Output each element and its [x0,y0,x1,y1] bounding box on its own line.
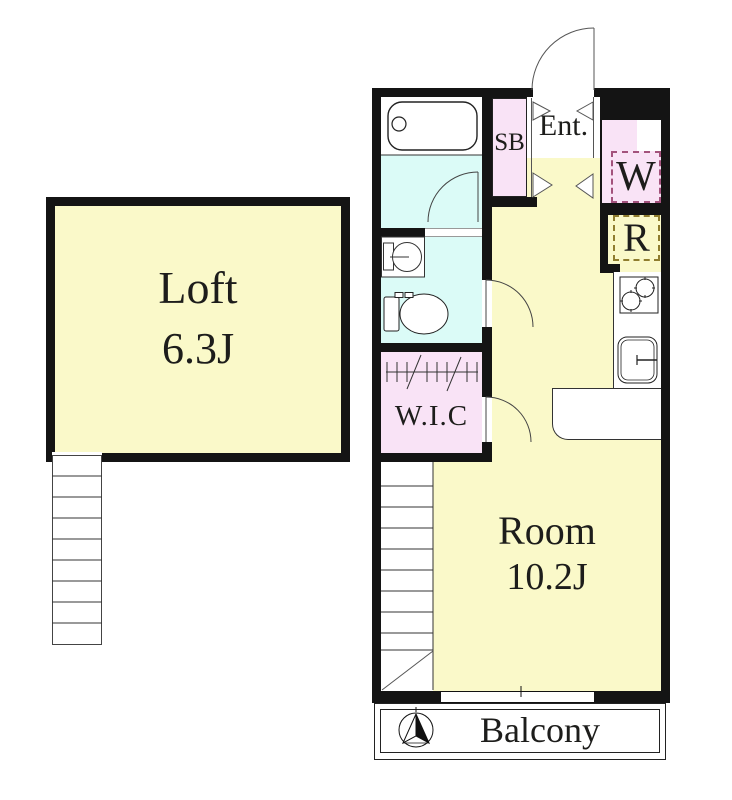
toilet-room-floor [381,237,482,343]
loft-label: Loft [55,258,341,318]
washer-box: W [611,151,661,203]
stairs-area-floor [381,462,433,691]
wic-text: W.I.C [394,399,469,432]
room-label: Room [433,508,661,554]
room-name: Room [498,508,596,553]
washroom-door-opening [425,228,482,237]
shoe-box [492,98,527,197]
entrance-label: Ent. [527,108,600,144]
room-area: 10.2J [506,556,588,599]
wic-label: W.I.C [381,398,482,434]
loft-name: Loft [158,261,238,313]
balcony-label: Balcony [440,711,640,751]
wic-door-opening [482,397,492,442]
shoe-box-text: SB [494,128,525,156]
washer-pad-notch [637,120,661,152]
shoe-box-label: SB [492,128,527,158]
wall-below-washer [600,205,661,215]
entrance-door-icon [531,27,595,91]
bathroom-floor [381,97,482,155]
washroom-floor [381,155,482,228]
room-window [441,691,594,703]
loft-stair-opening [52,452,102,462]
fridge-label: R [623,215,650,260]
entrance-text: Ent. [538,109,589,143]
loft-area-label: 6.3J [55,320,341,378]
entrance-door-opening [533,88,594,97]
kitchen-counter-strip [613,272,661,388]
wall-stub-below-shoebox [482,197,537,207]
loft-floor [55,206,341,453]
loft-area: 6.3J [161,323,235,373]
kitchen-counter-bottom [552,388,661,440]
washer-label: W [616,153,656,200]
balcony-inner-rail [380,709,660,753]
floor-below-counter [613,440,661,462]
room-floor [433,462,661,691]
toilet-door-opening [482,280,492,327]
loft-stairs-icon [52,455,102,645]
balcony-text: Balcony [480,710,600,751]
room-area-label: 10.2J [433,556,661,600]
wall-stub-kitchen-top [600,264,620,273]
fridge-box: R [613,215,660,261]
